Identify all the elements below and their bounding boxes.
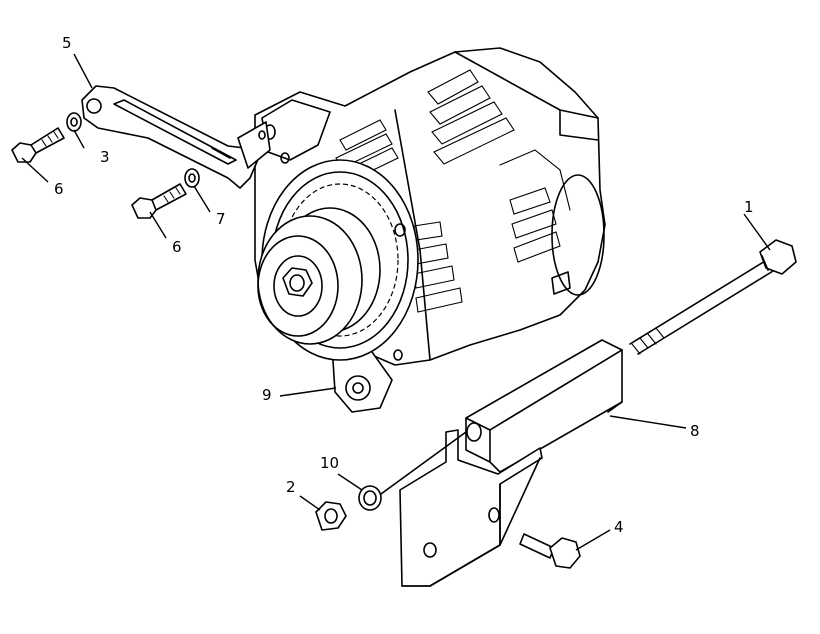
callout-8: 8 xyxy=(690,422,700,440)
callout-labels: 1 2 3 4 5 6 6 7 8 9 10 xyxy=(54,34,754,536)
middle-bolt xyxy=(131,168,200,219)
through-bolt xyxy=(629,239,797,355)
upper-bolt xyxy=(11,112,82,163)
mounting-bracket xyxy=(399,339,623,587)
callout-1: 1 xyxy=(744,198,754,216)
callout-5: 5 xyxy=(62,34,72,52)
nut-and-washer xyxy=(315,431,467,531)
alternator xyxy=(254,47,606,413)
callout-7: 7 xyxy=(216,210,226,228)
callout-10: 10 xyxy=(320,454,339,472)
lower-bolt xyxy=(519,533,581,569)
callout-2: 2 xyxy=(286,478,296,496)
callout-6-lower: 6 xyxy=(172,238,182,256)
callout-3: 3 xyxy=(100,148,110,166)
cooling-fins xyxy=(333,69,561,313)
adjusting-strap xyxy=(81,85,271,189)
callout-6-upper: 6 xyxy=(54,180,64,198)
callout-leaders xyxy=(21,53,771,551)
callout-9: 9 xyxy=(262,386,272,404)
pulley xyxy=(257,207,381,345)
callout-4: 4 xyxy=(614,518,624,536)
